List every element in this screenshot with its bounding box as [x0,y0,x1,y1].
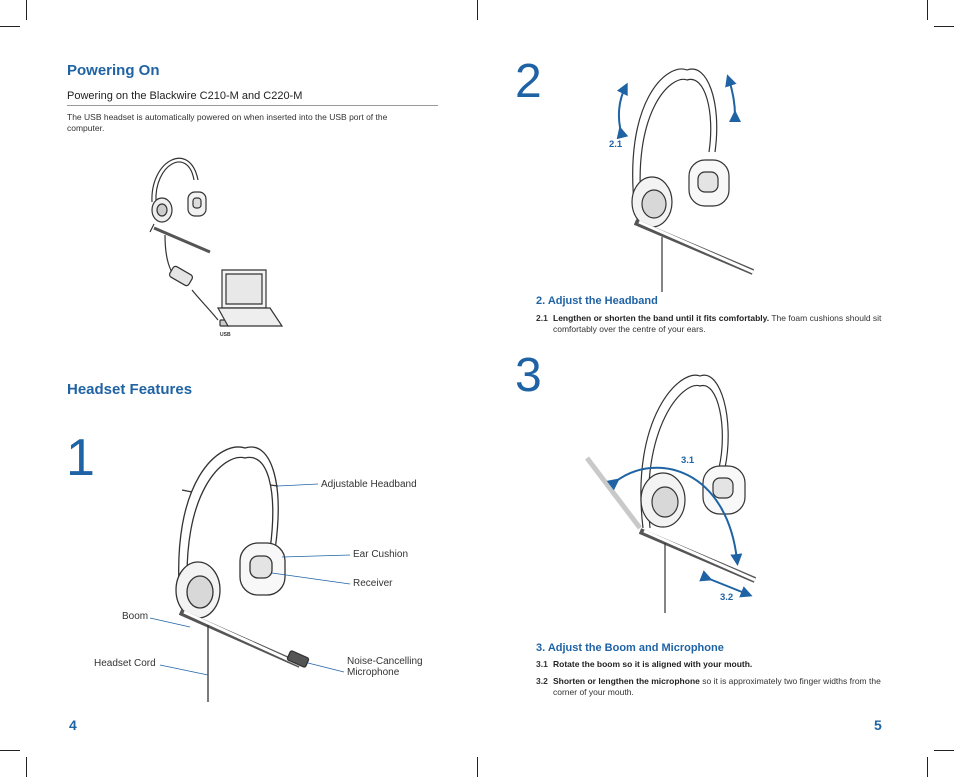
callout-3-1: 3.1 [681,455,695,466]
crop-mark [26,757,27,777]
step-number-1: 1 [66,429,95,487]
section-rule [67,105,438,106]
headband-adjust-illustration [631,68,755,292]
step3-title: 3. Adjust the Boom and Microphone [536,642,724,654]
crop-mark [934,26,954,27]
left-page: Powering On Powering on the Blackwire C2… [66,62,438,733]
right-page: 2 2.1 2. Adjust the Headband 2.1 Lengt [477,0,954,777]
crop-mark-center [477,757,478,777]
headband-arrows [616,74,742,140]
section-title-headset-features: Headset Features [67,381,193,398]
leader-lines [149,483,351,676]
crop-mark-center [477,0,478,20]
page-number-right: 5 [874,717,882,733]
crop-mark [0,26,20,27]
label-microphone-line1: Noise-Cancelling [347,656,423,667]
crop-mark [26,0,27,20]
headset-laptop-illustration: USB [149,157,284,338]
page-number-left: 4 [69,717,77,733]
label-adjustable-headband: Adjustable Headband [321,479,417,490]
callout-2-1: 2.1 [609,139,623,150]
section-title-powering-on: Powering On [67,62,160,79]
crop-mark [927,0,928,20]
crop-mark [0,750,20,751]
label-boom: Boom [122,611,149,622]
crop-mark [927,757,928,777]
boom-arrows [606,466,753,598]
label-microphone-line2: Microphone [347,667,400,678]
step-number-2: 2 [515,55,542,108]
usb-label: USB [220,332,231,338]
step3-item-3-1: 3.1 Rotate the boom so it is aligned wit… [536,659,753,669]
label-ear-cushion: Ear Cushion [353,549,409,560]
step3-item-3-2: 3.2 Shorten or lengthen the microphone s… [536,676,881,697]
label-receiver: Receiver [353,578,393,589]
step2-item-2-1: 2.1 Lengthen or shorten the band until i… [536,313,882,334]
headset-features-illustration [175,446,310,702]
label-headset-cord: Headset Cord [94,658,156,669]
step-number-3: 3 [515,349,542,402]
powering-on-body: The USB headset is automatically powered… [67,112,388,133]
callout-3-2: 3.2 [720,592,734,603]
step2-title: 2. Adjust the Headband [536,295,658,307]
crop-mark [934,750,954,751]
section-subtitle: Powering on the Blackwire C210-M and C22… [67,90,303,102]
